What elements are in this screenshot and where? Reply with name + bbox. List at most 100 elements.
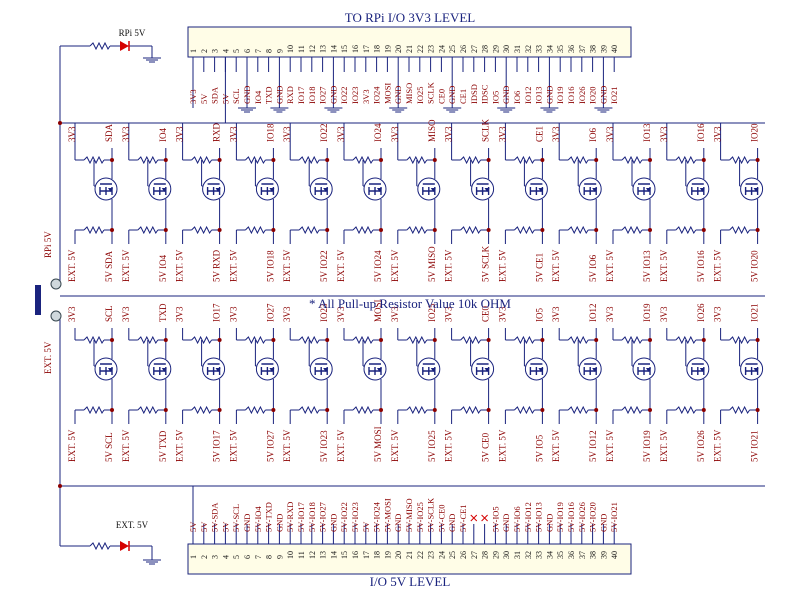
bottom-header-title: I/O 5V LEVEL bbox=[370, 574, 451, 589]
junction-dot bbox=[486, 158, 491, 162]
lower-channel-pullup-low bbox=[352, 335, 374, 345]
bottom-pin-number: 31 bbox=[513, 551, 522, 559]
lower-channel-pullup-low bbox=[460, 335, 482, 345]
top-pin-label: IO12 bbox=[523, 87, 533, 104]
top-pin-label: GND bbox=[447, 86, 457, 104]
lower-channel-signal-label: IO19 bbox=[642, 303, 652, 322]
junction-dot bbox=[163, 338, 168, 342]
bottom-pin-label: 5V-CE0 bbox=[436, 504, 446, 532]
lower-channel-mosfet-icon bbox=[148, 357, 172, 381]
lower-channel-signal-label: TXD bbox=[158, 303, 168, 322]
top-pin-label: IO17 bbox=[296, 87, 306, 104]
lower-channel-signal-label: IO27 bbox=[265, 303, 275, 322]
lower-channel-hv-signal-label: 5V IO21 bbox=[750, 430, 760, 462]
junction-dot bbox=[217, 158, 222, 162]
lower-channel-pullup-high bbox=[83, 405, 105, 415]
top-pin-label: IO19 bbox=[555, 87, 565, 104]
lower-channel-pullup-high bbox=[406, 405, 428, 415]
lower-channel-hv-signal-label: 5V IO23 bbox=[319, 430, 329, 462]
upper-channel-pullup-low bbox=[137, 155, 159, 165]
top-pin-label: SCLK bbox=[426, 81, 436, 104]
top-pin-number: 39 bbox=[599, 45, 608, 53]
lower-channel-mosfet-icon bbox=[417, 357, 441, 381]
lower-channel-high-label: EXT. 5V bbox=[175, 429, 185, 462]
junction-dot bbox=[325, 158, 330, 162]
top-pin-number: 34 bbox=[545, 45, 554, 53]
upper-channel-pullup-low bbox=[567, 155, 589, 165]
bottom-pin-label: GND bbox=[501, 514, 511, 532]
lower-channel-hv-signal-label: 5V SCL bbox=[104, 432, 114, 462]
bottom-pin-number: 15 bbox=[340, 551, 349, 559]
top-pin-number: 14 bbox=[329, 45, 338, 53]
top-pin-label: IO20 bbox=[588, 87, 598, 104]
jumper-pin-bottom bbox=[50, 310, 62, 322]
junction-dot bbox=[648, 338, 652, 342]
lower-channel-pullup-low bbox=[137, 335, 159, 345]
lower-channel-hv-signal-label: 5V CE0 bbox=[481, 432, 491, 462]
junction-dot bbox=[648, 228, 652, 232]
lower-channel-signal-label: MOSI bbox=[373, 299, 383, 322]
top-pin-label: IO21 bbox=[609, 87, 619, 104]
junction-dot bbox=[701, 158, 706, 162]
bottom-pin-label: 5V-IO21 bbox=[609, 502, 619, 532]
bottom-pin-label: 5V-IO18 bbox=[307, 502, 317, 532]
top-pin-label: 3V3 bbox=[361, 89, 371, 104]
upper-channel-signal-label: IO22 bbox=[319, 124, 329, 143]
lower-channel-pullup-low bbox=[83, 335, 105, 345]
bottom-pin-number: 33 bbox=[535, 551, 544, 559]
upper-channel-signal-label: IO6 bbox=[588, 128, 598, 142]
ground-icon bbox=[238, 107, 256, 113]
upper-channel-high-label: EXT. 5V bbox=[175, 249, 185, 282]
lower-channel-signal-label: IO21 bbox=[750, 304, 760, 323]
upper-channel-low-label: 3V3 bbox=[390, 126, 400, 142]
bottom-pin-label: 5V-IO6 bbox=[512, 506, 522, 532]
bottom-pin-number: 7 bbox=[254, 555, 263, 559]
upper-channel-pullup-high bbox=[298, 225, 320, 235]
junction-dot bbox=[110, 158, 114, 162]
upper-channel-mosfet-icon bbox=[148, 177, 172, 201]
top-pin-number: 16 bbox=[351, 45, 360, 53]
lower-channel-high-label: EXT. 5V bbox=[713, 429, 723, 462]
upper-channel-signal-label: SDA bbox=[104, 123, 114, 142]
bottom-pin-number: 38 bbox=[589, 551, 598, 559]
top-pin-label: RXD bbox=[285, 86, 295, 104]
top-pin-label: IO26 bbox=[577, 87, 587, 104]
lower-channel-hv-signal-label: 5V MOSI bbox=[373, 426, 383, 462]
junction-dot bbox=[379, 408, 383, 412]
upper-channel-high-label: EXT. 5V bbox=[497, 249, 507, 282]
bottom-pin-number: 17 bbox=[362, 551, 371, 559]
lower-channel-mosfet-icon bbox=[686, 357, 710, 381]
bottom-pin-label: 5V-IO16 bbox=[566, 502, 576, 532]
top-pin-number: 29 bbox=[491, 45, 500, 53]
junction-dot bbox=[432, 158, 437, 162]
junction-dot bbox=[486, 408, 491, 412]
bottom-pin-label: GND bbox=[242, 514, 252, 532]
junction-dot bbox=[271, 338, 276, 342]
top-pin-label: GND bbox=[544, 86, 554, 104]
bottom-pin-label: 5V bbox=[361, 521, 371, 532]
junction-dot bbox=[163, 408, 168, 412]
lower-channel-signal-label: IO26 bbox=[696, 303, 706, 322]
junction-dot bbox=[379, 338, 383, 342]
junction-dot bbox=[432, 228, 437, 232]
bottom-pin-label: GND bbox=[328, 514, 338, 532]
lower-channel-mosfet-icon bbox=[202, 357, 226, 381]
lower-channel-pullup-low bbox=[675, 335, 697, 345]
top-pin-label: GND bbox=[598, 86, 608, 104]
top-pin-number: 24 bbox=[437, 45, 446, 53]
top-pin-label: CE0 bbox=[436, 89, 446, 104]
top-pin-label: IO24 bbox=[372, 86, 382, 104]
lower-channel-pullup-high bbox=[191, 405, 213, 415]
upper-channel-signal-label: IO24 bbox=[373, 123, 383, 142]
lower-channel-high-label: EXT. 5V bbox=[444, 429, 454, 462]
lower-channel-hv-signal-label: 5V IO5 bbox=[534, 434, 544, 462]
lower-channel-signal-label: SCL bbox=[104, 305, 114, 322]
upper-channel-high-label: EXT. 5V bbox=[551, 249, 561, 282]
junction-dot bbox=[325, 338, 330, 342]
bottom-pin-number: 24 bbox=[437, 551, 446, 559]
bottom-pin-label: 5V-IO17 bbox=[296, 502, 306, 532]
bottom-pin-label: 5V-SDA bbox=[210, 502, 220, 532]
upper-channel-hv-signal-label: 5V IO18 bbox=[265, 250, 275, 282]
lower-channel-hv-signal-label: 5V IO17 bbox=[212, 430, 222, 462]
lower-channel-mosfet-icon bbox=[524, 357, 548, 381]
